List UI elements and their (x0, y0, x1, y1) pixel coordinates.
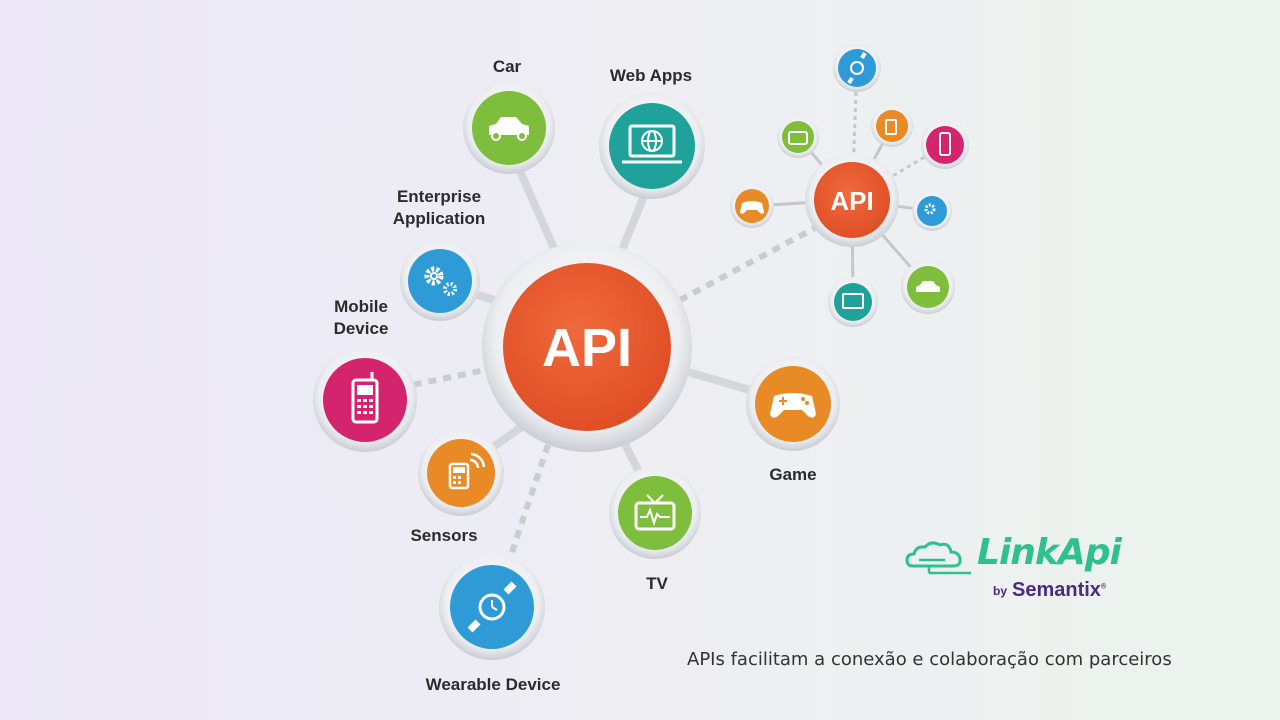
cloud-link-icon (905, 541, 971, 575)
registered-mark: ® (1100, 583, 1107, 591)
mini-smartwatch-icon (847, 51, 867, 85)
mini-game-node (730, 184, 774, 228)
mini-car-icon (916, 281, 940, 292)
sensors-node: Sensors (410, 430, 504, 545)
game-node: Game (746, 357, 840, 484)
enterprise-node-fill (408, 249, 472, 313)
mini-api-hub-label: API (830, 186, 873, 216)
tv-node-fill (618, 476, 692, 550)
api-hub-label: API (542, 318, 632, 378)
tv-label: TV (646, 574, 668, 593)
sensor-device-icon (448, 452, 486, 490)
game-label: Game (769, 465, 816, 484)
mobile-phone-icon (351, 372, 379, 424)
mini-sensor-node (871, 105, 913, 147)
mini-mobile-phone-icon (939, 132, 951, 156)
mini-car-node (901, 260, 955, 314)
web-apps-node: Web Apps (599, 66, 705, 199)
mini-television-icon (788, 131, 808, 145)
linkapi-logo: LinkApi by Semantix® (905, 530, 1122, 610)
mini-gears-icon (924, 203, 936, 215)
car-icon (489, 117, 529, 141)
mini-watch-node (833, 44, 881, 92)
mini-tv-node (777, 116, 819, 158)
car-label: Car (493, 57, 522, 76)
api-hub: API (482, 242, 692, 452)
television-icon (634, 494, 676, 531)
mini-api-cluster: API (730, 44, 969, 327)
mobile-label-line2: Device (334, 319, 389, 338)
brand-company-name: Semantix (1012, 579, 1101, 601)
sensors-label: Sensors (410, 526, 477, 545)
gears-icon (424, 266, 457, 296)
mini-api-hub: API (805, 153, 899, 247)
mini-laptop-icon (842, 293, 864, 309)
mini-sensor-icon (885, 119, 897, 135)
wearable-label: Wearable Device (426, 675, 561, 694)
caption: APIs facilitam a conexão e colaboração c… (687, 649, 1172, 670)
enterprise-application-node: Enterprise Application (393, 187, 486, 321)
tv-node: TV (609, 467, 701, 593)
gamepad-icon (770, 393, 816, 418)
dashed-connectors (411, 225, 817, 559)
mini-mobile-node (921, 121, 969, 169)
enterprise-label-line1: Enterprise (397, 187, 481, 206)
brand-name: LinkApi (977, 532, 1122, 573)
web-apps-label: Web Apps (610, 66, 692, 85)
brand-by: by (993, 584, 1008, 598)
mobile-device-node: Mobile Device (313, 297, 417, 452)
mini-gamepad-icon (740, 201, 764, 214)
laptop-globe-icon (622, 124, 682, 164)
mobile-label-line1: Mobile (334, 297, 388, 316)
brand-company: Semantix® (1012, 579, 1106, 602)
enterprise-label-line2: Application (393, 209, 486, 228)
car-node: Car (463, 57, 555, 174)
smartwatch-icon (467, 581, 517, 633)
mini-gears-node (912, 191, 952, 231)
web-apps-node-fill (609, 103, 695, 189)
wearable-device-node: Wearable Device (426, 554, 561, 694)
mini-webapps-node (828, 277, 878, 327)
